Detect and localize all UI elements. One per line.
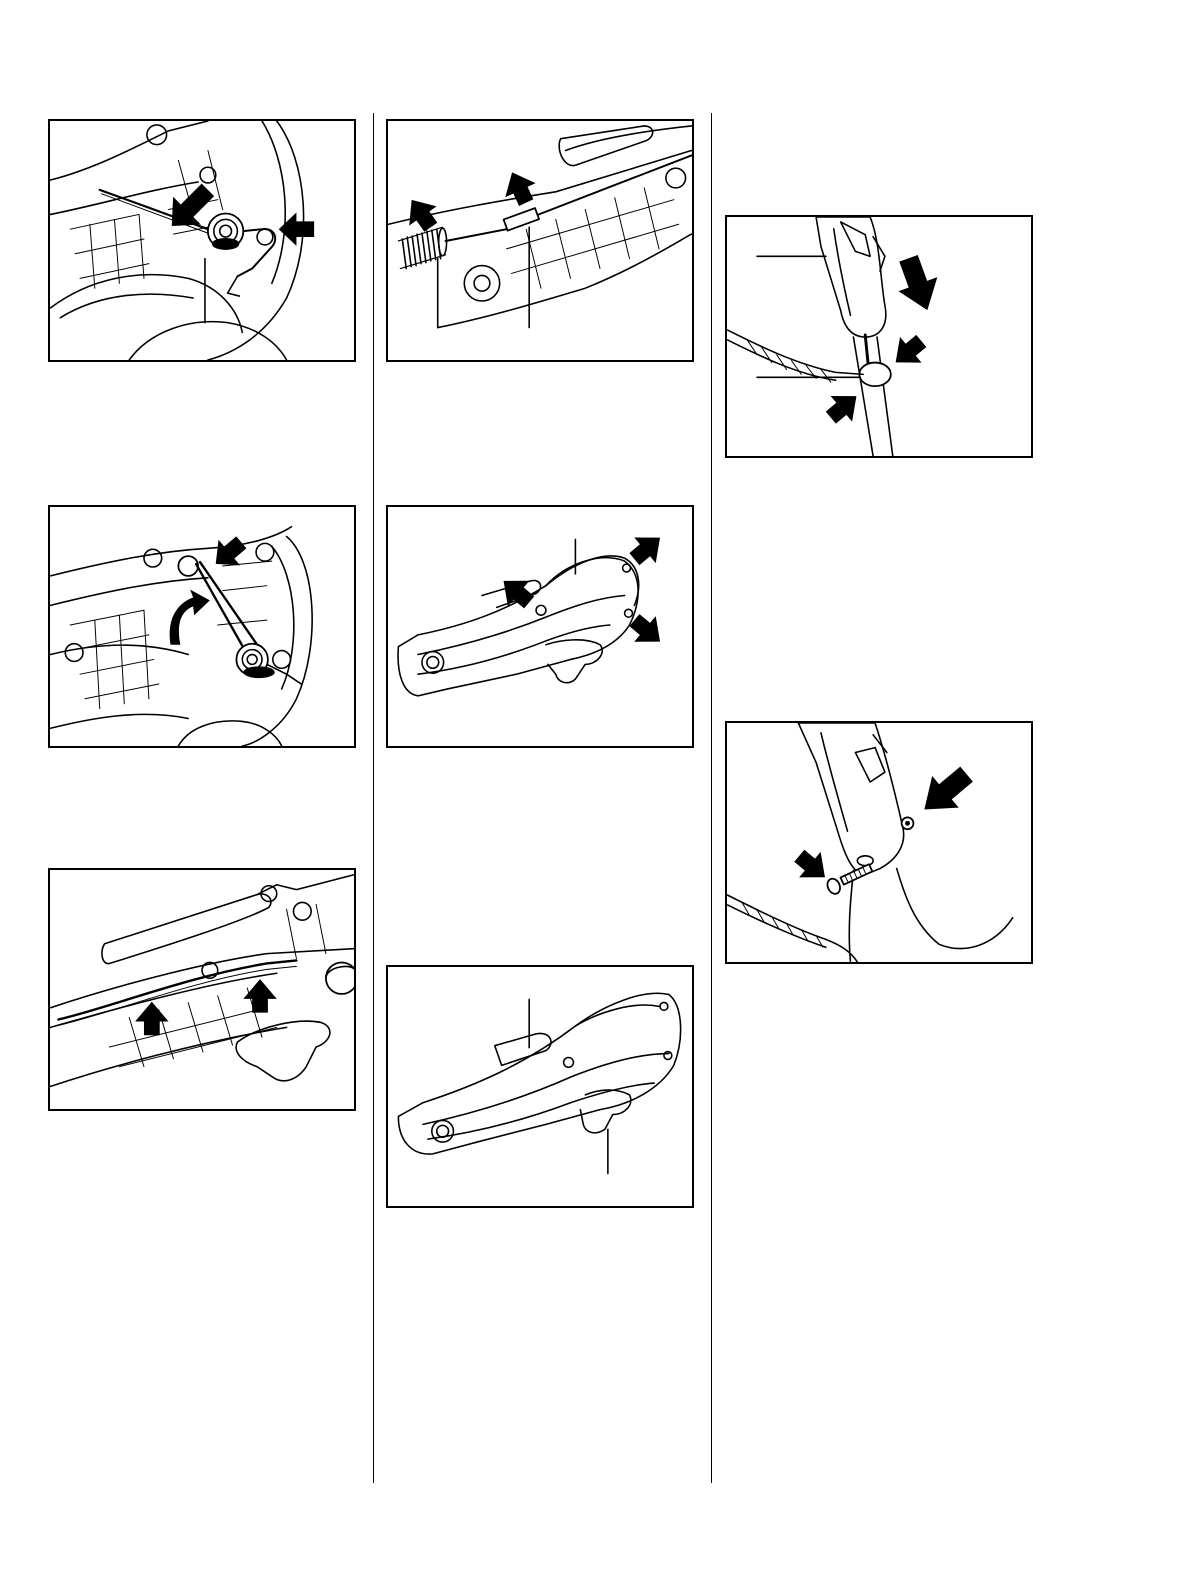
figure-handle-on-tube <box>725 215 1033 458</box>
figure-handle-screw-nut <box>725 721 1033 964</box>
figure-cable-channel-drawing <box>50 870 354 1109</box>
arrow-icon <box>889 251 947 317</box>
figure-handle-assembled <box>386 965 694 1208</box>
arrow-icon <box>497 165 541 209</box>
figure-handle-screws <box>386 505 694 748</box>
figure-spring-hook <box>48 505 356 748</box>
curved-arrow-icon <box>170 590 210 645</box>
nut-icon <box>902 817 914 829</box>
figure-handle-screw-nut-drawing <box>727 723 1031 962</box>
arrow-icon <box>624 607 671 654</box>
figure-cable-channel <box>48 868 356 1111</box>
arrow-icon <box>493 568 540 615</box>
figure-spring-install-drawing <box>50 121 354 360</box>
figure-cable-sheath-drawing <box>388 121 692 360</box>
screw-icon <box>825 864 872 896</box>
arrow-icon <box>243 979 276 1012</box>
cable-sheath-coil <box>398 227 446 268</box>
arrow-icon <box>205 530 252 577</box>
arrow-icon <box>911 758 980 825</box>
figure-handle-on-tube-drawing <box>727 217 1031 456</box>
arrow-icon <box>135 1002 168 1035</box>
figure-handle-assembled-drawing <box>388 967 692 1206</box>
arrow-icon <box>624 525 671 572</box>
figure-spring-hook-drawing <box>50 507 354 746</box>
figure-spring-install <box>48 119 356 362</box>
figure-cable-sheath <box>386 119 694 362</box>
column-divider-left <box>373 113 374 1483</box>
arrow-icon <box>820 383 867 430</box>
column-divider-right <box>711 113 712 1483</box>
arrow-icon <box>885 328 932 375</box>
figure-handle-screws-drawing <box>388 507 692 746</box>
